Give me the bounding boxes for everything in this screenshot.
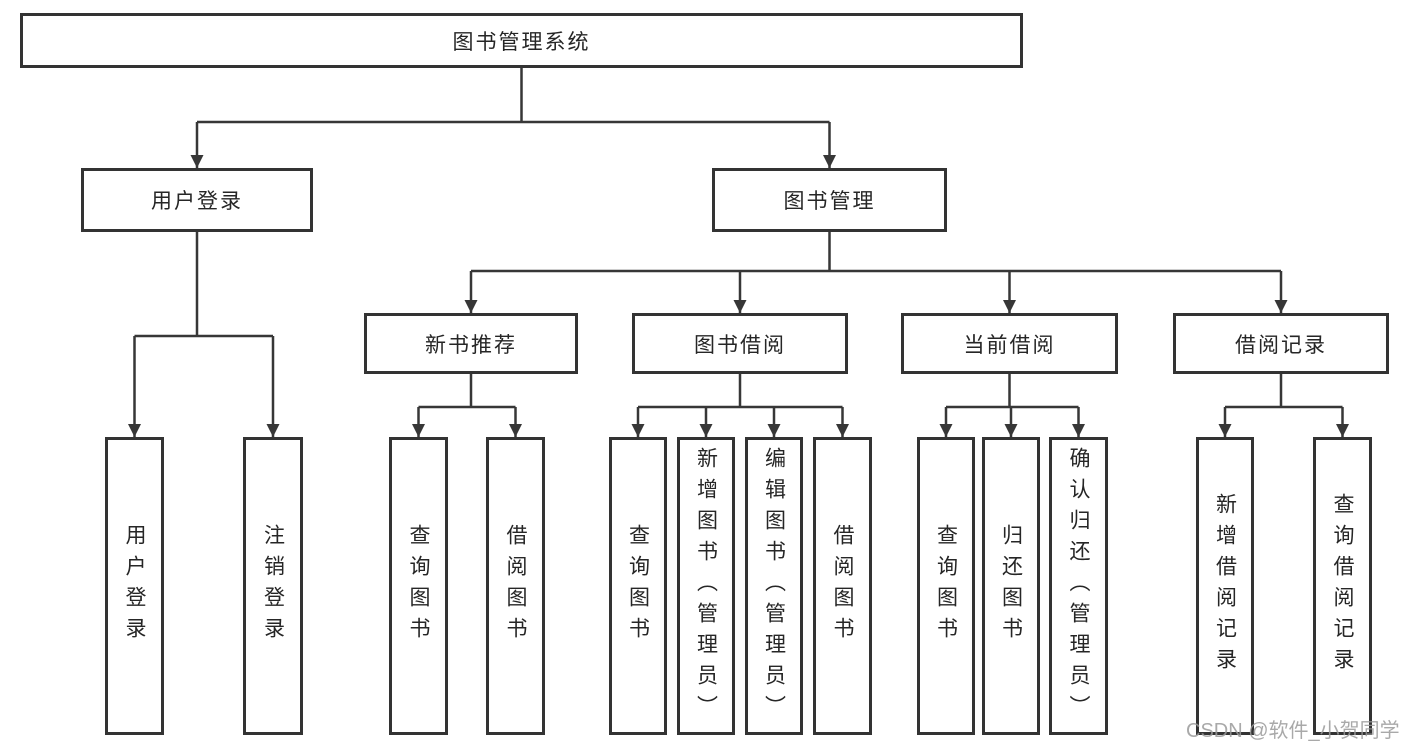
node-user-login-label: 用户登录 xyxy=(151,190,243,213)
node-new-book-rec: 新书推荐 xyxy=(364,313,578,374)
node-leaf-rec-borrow-label: 借阅图书 xyxy=(504,524,527,648)
node-borrow-record-label: 借阅记录 xyxy=(1235,333,1327,357)
csdn-watermark: CSDN @软件_小贺同学 xyxy=(1186,720,1400,742)
node-book-borrow: 图书借阅 xyxy=(632,313,848,374)
edges-from-new-book-rec xyxy=(412,374,522,437)
edges-from-book-mgmt xyxy=(464,232,1288,313)
node-leaf-user-login: 用户登录 xyxy=(105,437,164,735)
edges-from-root xyxy=(190,68,836,168)
node-book-mgmt: 图书管理 xyxy=(712,168,947,232)
node-leaf-br-query-label: 查询借阅记录 xyxy=(1331,493,1354,679)
node-leaf-bb-add-label: 新增图书（管理员） xyxy=(694,446,718,726)
node-leaf-cb-return: 归还图书 xyxy=(982,437,1040,735)
edges-from-borrow-record xyxy=(1218,374,1349,437)
node-book-borrow-label: 图书借阅 xyxy=(694,333,786,357)
node-leaf-user-login-label: 用户登录 xyxy=(123,524,146,648)
node-root: 图书管理系统 xyxy=(20,13,1023,68)
node-book-mgmt-label: 图书管理 xyxy=(783,190,876,213)
edges-from-book-borrow xyxy=(631,374,849,437)
node-leaf-logout: 注销登录 xyxy=(243,437,303,735)
node-leaf-logout-label: 注销登录 xyxy=(261,524,285,648)
node-user-login: 用户登录 xyxy=(81,168,313,232)
node-leaf-cb-confirm: 确认归还（管理员） xyxy=(1049,437,1108,735)
node-leaf-bb-query: 查询图书 xyxy=(609,437,667,735)
node-root-label: 图书管理系统 xyxy=(452,30,591,54)
node-leaf-cb-confirm-label: 确认归还（管理员） xyxy=(1067,446,1090,726)
node-leaf-rec-borrow: 借阅图书 xyxy=(486,437,545,735)
node-leaf-cb-query-label: 查询图书 xyxy=(934,524,958,648)
node-current-borrow: 当前借阅 xyxy=(901,313,1118,374)
node-borrow-record: 借阅记录 xyxy=(1173,313,1389,374)
node-leaf-bb-query-label: 查询图书 xyxy=(626,524,650,648)
edges-from-current-borrow xyxy=(939,374,1085,437)
edges-from-user-login xyxy=(128,232,280,437)
node-leaf-cb-query: 查询图书 xyxy=(917,437,975,735)
node-leaf-bb-add: 新增图书（管理员） xyxy=(677,437,735,735)
node-leaf-br-add: 新增借阅记录 xyxy=(1196,437,1254,735)
node-leaf-br-query: 查询借阅记录 xyxy=(1313,437,1372,735)
node-leaf-bb-edit: 编辑图书（管理员） xyxy=(745,437,803,735)
node-leaf-bb-borrow: 借阅图书 xyxy=(813,437,872,735)
node-leaf-bb-borrow-label: 借阅图书 xyxy=(831,524,854,648)
node-current-borrow-label: 当前借阅 xyxy=(963,333,1056,357)
node-leaf-cb-return-label: 归还图书 xyxy=(999,524,1023,648)
node-leaf-bb-edit-label: 编辑图书（管理员） xyxy=(762,446,786,726)
node-leaf-br-add-label: 新增借阅记录 xyxy=(1213,493,1237,679)
node-new-book-rec-label: 新书推荐 xyxy=(425,333,517,357)
node-leaf-rec-query-label: 查询图书 xyxy=(407,524,430,648)
node-leaf-rec-query: 查询图书 xyxy=(389,437,448,735)
